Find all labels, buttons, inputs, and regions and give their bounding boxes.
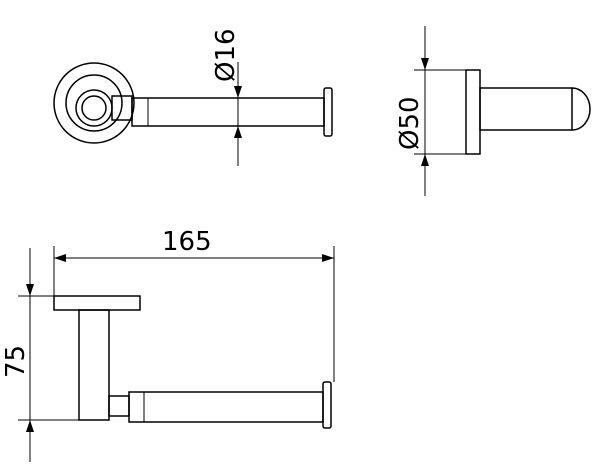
rosette-dim-arrow-top <box>421 58 429 70</box>
height-dim-arrow-bottom <box>26 420 34 432</box>
rosette-dim-arrow-bottom <box>421 154 429 166</box>
rod-dim-arrow-top <box>234 86 242 98</box>
rosette-diameter-label: Ø50 <box>395 96 425 150</box>
rod-dim-arrow-bottom <box>234 126 242 138</box>
rosette-outer-circle <box>53 62 135 144</box>
side-post <box>479 87 573 131</box>
side-rosette <box>465 69 481 155</box>
front-rosette <box>53 295 141 311</box>
rosette-inner-circle <box>65 74 123 132</box>
post-inner-circle <box>81 95 107 121</box>
front-view: 165 75 <box>1 227 335 462</box>
front-post <box>78 309 110 421</box>
side-end-cap <box>571 87 591 131</box>
rod-end-cap <box>323 87 333 137</box>
height-dim-arrow-top <box>26 284 34 296</box>
top-view: Ø16 <box>53 28 333 166</box>
width-label: 165 <box>162 227 212 257</box>
front-rod-end-cap <box>322 381 332 429</box>
width-dim-arrow-left <box>54 254 66 262</box>
front-rod-collar <box>108 395 130 417</box>
height-label: 75 <box>1 345 31 378</box>
side-view: Ø50 <box>395 26 591 196</box>
front-rod <box>128 391 324 423</box>
width-dim-arrow-right <box>322 254 334 262</box>
rod <box>131 97 325 127</box>
rod-diameter-label: Ø16 <box>211 28 241 82</box>
